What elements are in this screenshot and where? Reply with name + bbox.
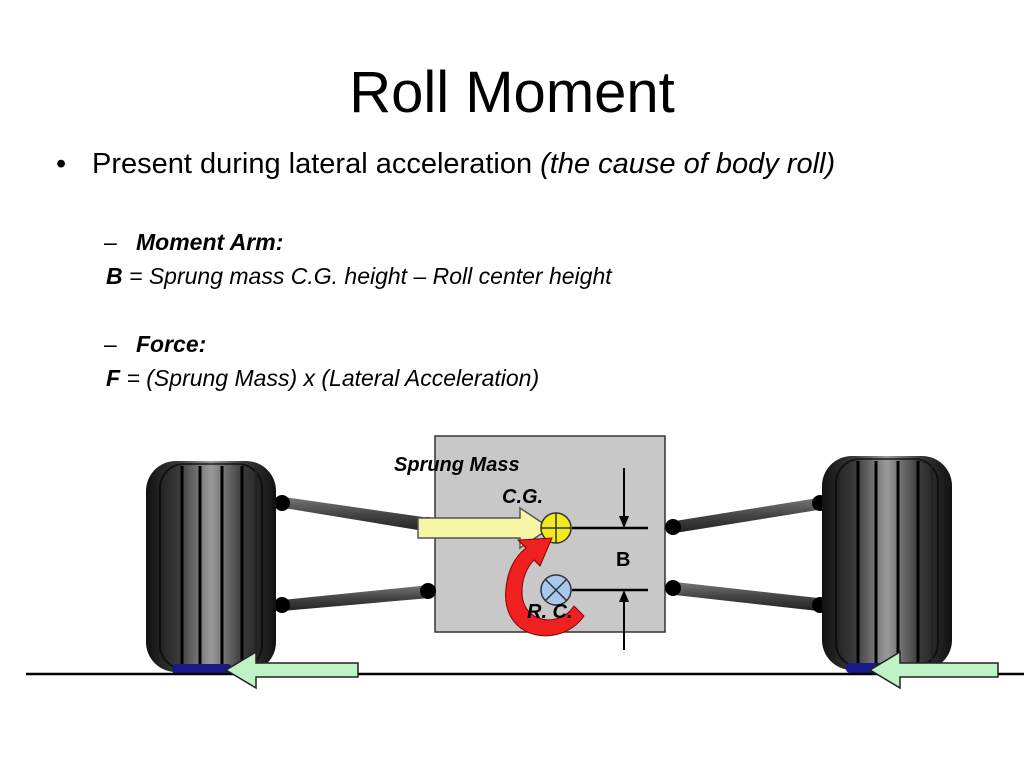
lateral-force-arrow bbox=[417, 506, 552, 550]
moment-arm-label: Moment Arm: bbox=[136, 229, 284, 255]
rc-label: R. C. bbox=[527, 601, 573, 623]
left-tire bbox=[146, 461, 276, 674]
roll-center-marker bbox=[540, 574, 572, 606]
left-upper-outer-joint bbox=[274, 495, 290, 511]
bullet-glyph: • bbox=[56, 148, 67, 180]
slide-title: Roll Moment bbox=[349, 60, 675, 125]
force-formula: = (Sprung Mass) x (Lateral Acceleration) bbox=[120, 365, 540, 391]
right-lower-arm bbox=[675, 582, 818, 611]
cg-label: C.G. bbox=[502, 486, 544, 508]
right-upper-inner-joint bbox=[665, 519, 681, 535]
left-lower-outer-joint bbox=[274, 597, 290, 613]
main-bullet: • Present during lateral acceleration (th… bbox=[56, 144, 835, 184]
force-label: Force: bbox=[136, 331, 207, 357]
bullet-text: Present during lateral acceleration bbox=[92, 148, 541, 180]
cg-marker bbox=[540, 512, 572, 544]
sprung-mass-label: Sprung Mass bbox=[394, 454, 520, 476]
force-equation: F = (Sprung Mass) x (Lateral Acceleratio… bbox=[106, 362, 539, 394]
b-arrowhead-upper bbox=[619, 516, 629, 528]
right-upper-arm bbox=[675, 498, 818, 533]
left-lower-arm bbox=[282, 585, 430, 611]
moment-arm-heading: –Moment Arm: bbox=[104, 226, 283, 258]
left-contact-patch bbox=[172, 664, 232, 674]
force-symbol: F bbox=[106, 365, 121, 391]
left-lower-inner-joint bbox=[420, 583, 436, 599]
moment-arm-symbol: B bbox=[106, 263, 123, 289]
roll-moment-arrow bbox=[505, 537, 585, 637]
dash-glyph: – bbox=[104, 331, 117, 357]
b-arrowhead-lower bbox=[619, 590, 629, 602]
moment-arm-equation: B = Sprung mass C.G. height – Roll cente… bbox=[106, 260, 612, 292]
dash-glyph: – bbox=[104, 229, 117, 255]
right-lower-inner-joint bbox=[665, 580, 681, 596]
right-tire bbox=[822, 456, 952, 673]
moment-arm-formula: = Sprung mass C.G. height – Roll center … bbox=[122, 263, 612, 289]
b-label: B bbox=[616, 549, 631, 571]
bullet-italic: (the cause of body roll) bbox=[540, 148, 836, 180]
right-tire-force-arrow bbox=[868, 650, 999, 690]
force-heading: –Force: bbox=[104, 328, 206, 360]
left-upper-arm bbox=[284, 497, 430, 532]
left-tire-force-arrow bbox=[224, 650, 359, 690]
